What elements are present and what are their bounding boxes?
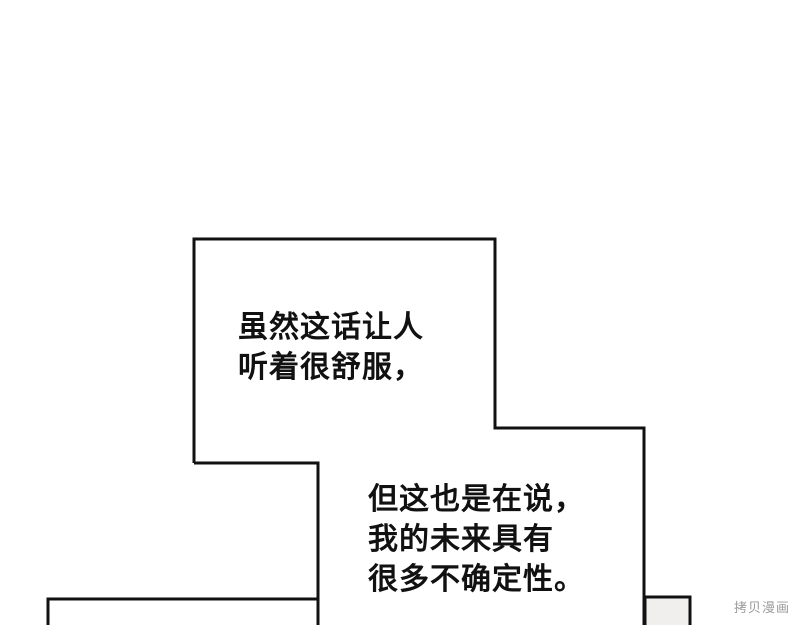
- caption-line: 但这也是在说，: [368, 482, 585, 517]
- caption-line: 很多不确定性。: [368, 562, 585, 597]
- caption-text-1: 虽然这话让人 听着很舒服，: [238, 308, 424, 388]
- bottom-right-box: [643, 595, 692, 625]
- caption-line: 听着很舒服，: [238, 350, 424, 385]
- caption-text-2: 但这也是在说， 我的未来具有 很多不确定性。: [368, 480, 585, 600]
- bottom-left-box: [46, 597, 318, 625]
- caption-line: 我的未来具有: [368, 522, 554, 557]
- caption-line: 虽然这话让人: [238, 310, 424, 345]
- watermark: 拷贝漫画: [733, 601, 790, 616]
